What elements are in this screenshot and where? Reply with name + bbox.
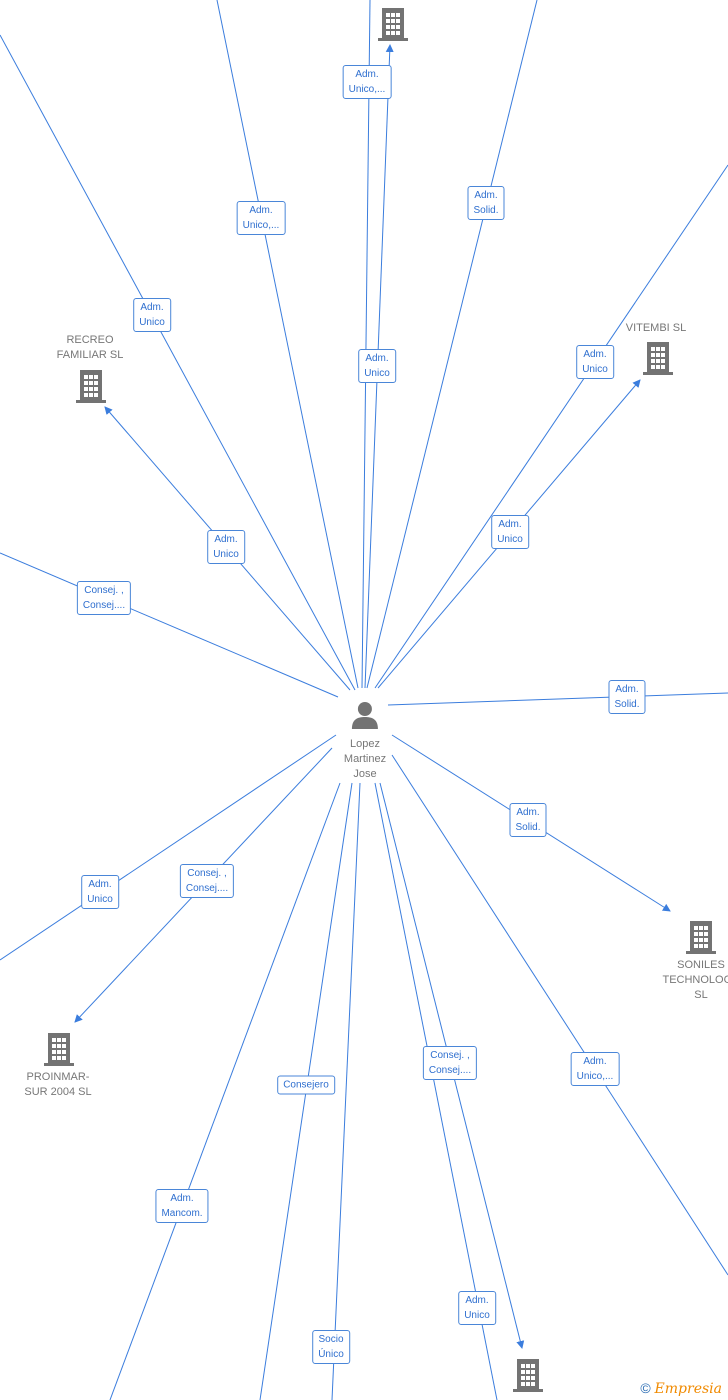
building-icon[interactable] — [686, 920, 716, 954]
company-name[interactable]: PROINMAR- SUR 2004 SL — [24, 1071, 92, 1098]
edge-role-label[interactable]: Adm. Solid. — [509, 803, 547, 837]
edge-role-label[interactable]: Adm. Solid. — [608, 680, 646, 714]
edge-line — [0, 734, 337, 961]
edge-role-label[interactable]: Adm. Mancom. — [155, 1189, 209, 1223]
building-icon[interactable] — [513, 1358, 543, 1392]
edge-role-label[interactable]: Consej. , Consej.... — [76, 581, 132, 615]
edge-line — [109, 782, 341, 1400]
edge-role-label[interactable]: Adm. Unico — [207, 530, 245, 564]
edge-role-label[interactable]: Adm. Unico,... — [236, 201, 286, 235]
building-icon[interactable] — [378, 7, 408, 41]
edge-line — [391, 754, 728, 1276]
company-name[interactable]: RECREO FAMILIAR SL — [56, 334, 124, 361]
edge-line — [387, 692, 728, 706]
edge-role-label[interactable]: Consejero — [277, 1075, 335, 1095]
brand-logo: © Empresia — [640, 1380, 722, 1397]
center-person-node[interactable]: Lopez Martinez Jose — [341, 700, 389, 782]
building-icon[interactable] — [643, 341, 673, 375]
edge-role-label[interactable]: Consej. , Consej.... — [179, 864, 235, 898]
edge-line — [374, 164, 728, 689]
edge-role-label[interactable]: Adm. Unico — [81, 875, 119, 909]
edge-role-label[interactable]: Adm. Unico — [358, 349, 396, 383]
company-name[interactable]: SONILES TECHNOLOGY SL — [662, 959, 728, 1001]
edge-role-label[interactable]: Adm. Unico — [576, 345, 614, 379]
edge-role-label[interactable]: Socio Único — [312, 1330, 350, 1364]
edge-line — [366, 0, 538, 689]
edge-role-label[interactable]: Adm. Unico — [133, 298, 171, 332]
person-icon — [352, 702, 378, 729]
company-name[interactable]: VITEMBI SL — [625, 322, 687, 334]
edge-line — [0, 552, 339, 698]
edge-line — [0, 34, 356, 691]
edge-line — [216, 0, 359, 689]
building-icon[interactable] — [76, 369, 106, 403]
edge-role-label[interactable]: Adm. Solid. — [467, 186, 505, 220]
copyright-mark: © — [640, 1380, 651, 1396]
building-icon[interactable] — [44, 1032, 74, 1066]
edge-role-label[interactable]: Adm. Unico,... — [342, 65, 392, 99]
center-person-name: Lopez Martinez Jose — [341, 737, 389, 782]
edge-line — [361, 0, 371, 689]
edge-role-label[interactable]: Adm. Unico,... — [570, 1052, 620, 1086]
edge-role-label[interactable]: Adm. Unico — [458, 1291, 496, 1325]
edge-role-label[interactable]: Adm. Unico — [491, 515, 529, 549]
edge-role-label[interactable]: Consej. , Consej.... — [422, 1046, 478, 1080]
edge-line — [331, 782, 361, 1400]
brand-name: Empresia — [654, 1381, 722, 1397]
